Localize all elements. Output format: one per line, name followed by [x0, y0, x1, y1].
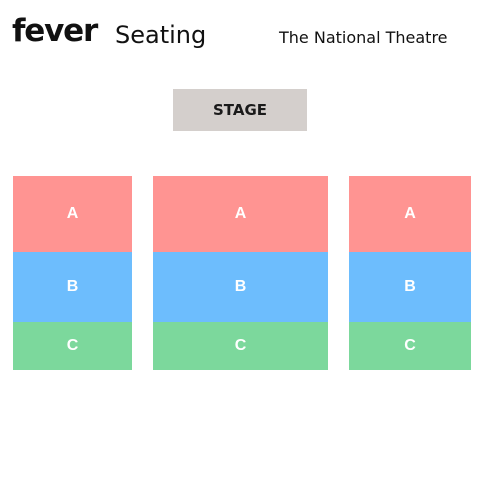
- seating-section-right: A B C: [349, 176, 471, 370]
- seating-section-left: A B C: [13, 176, 132, 370]
- seat-row-a[interactable]: A: [153, 176, 328, 252]
- venue-name: The National Theatre: [279, 28, 448, 47]
- header: fever Seating The National Theatre: [0, 0, 480, 60]
- seat-row-b[interactable]: B: [153, 252, 328, 322]
- stage: STAGE: [173, 89, 307, 131]
- seat-row-b[interactable]: B: [349, 252, 471, 322]
- seat-row-a[interactable]: A: [349, 176, 471, 252]
- page-title: Seating: [115, 21, 207, 49]
- seat-row-a[interactable]: A: [13, 176, 132, 252]
- fever-logo[interactable]: fever: [12, 13, 98, 49]
- seat-row-c[interactable]: C: [349, 322, 471, 370]
- seat-row-c[interactable]: C: [153, 322, 328, 370]
- seating-section-center: A B C: [153, 176, 328, 370]
- seat-row-b[interactable]: B: [13, 252, 132, 322]
- seat-row-c[interactable]: C: [13, 322, 132, 370]
